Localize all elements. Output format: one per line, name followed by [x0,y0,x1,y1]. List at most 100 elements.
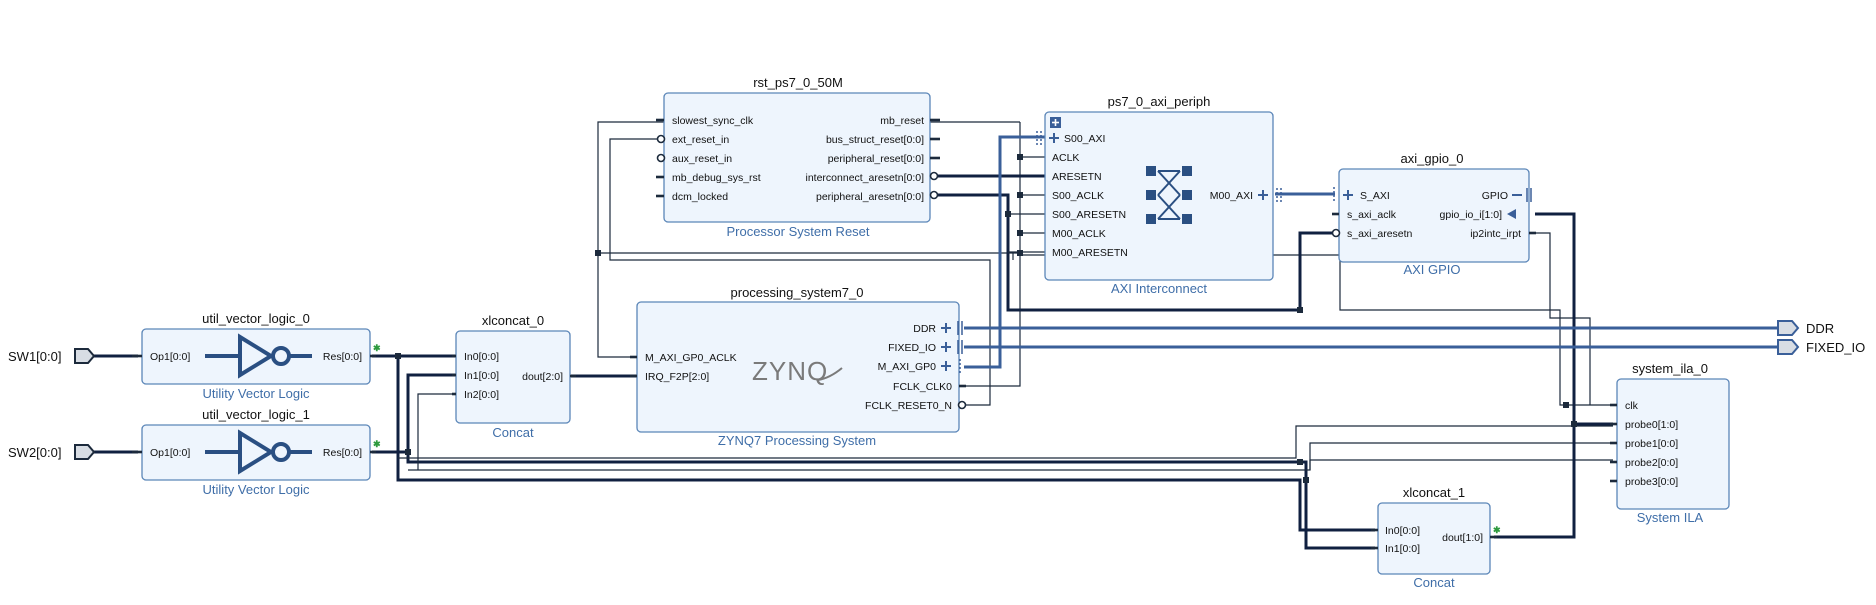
block-xlconcat-1[interactable]: xlconcat_1 In0[0:0] In1[0:0] dout[1:0] ✱… [1371,485,1501,590]
pin-s00-aresetn: S00_ARESETN [1052,209,1126,221]
port-ddr-label: DDR [1806,321,1834,336]
inverter-icon [205,429,312,475]
expand-plus-icon[interactable] [1258,190,1268,200]
pin-dcm-locked: dcm_locked [672,191,728,203]
expand-plus-icon[interactable] [941,323,951,371]
pin-in1: In1[0:0] [1385,543,1420,555]
net-wires [90,121,1785,550]
block-processing-system7-0[interactable]: processing_system7_0 M_AXI_GP0_ACLK IRQ_… [630,285,967,448]
port-sw2-label: SW2[0:0] [8,445,61,460]
pin-gpio-io-i: gpio_io_i[1:0] [1440,209,1503,221]
pin-m-axi-gp0-aclk: M_AXI_GP0_ACLK [645,352,737,364]
block-type-label: Utility Vector Logic [203,482,310,497]
pin-probe3: probe3[0:0] [1625,476,1678,488]
pin-op1: Op1[0:0] [150,351,190,363]
block-type-label: Utility Vector Logic [203,386,310,401]
pin-ip2intc-irpt: ip2intc_irpt [1470,228,1521,240]
pin-aux-reset-in: aux_reset_in [672,153,732,165]
block-instance-name: ps7_0_axi_periph [1108,94,1211,109]
block-instance-name: xlconcat_1 [1403,485,1465,500]
pin-ext-reset-in: ext_reset_in [672,134,729,146]
pin-s-axi-aclk: s_axi_aclk [1347,209,1397,221]
port-ddr[interactable]: DDR [1777,320,1834,336]
input-arrow-icon [1507,209,1516,219]
pin-slowest-sync-clk: slowest_sync_clk [672,115,754,127]
pin-op1: Op1[0:0] [150,447,190,459]
inverter-icon [205,333,312,379]
pin-in0: In0[0:0] [1385,525,1420,537]
pin-m00-aclk: M00_ACLK [1052,228,1106,240]
pin-res: Res[0:0] [323,351,362,363]
pin-m00-aresetn: M00_ARESETN [1052,247,1128,259]
pin-ddr: DDR [913,323,936,335]
port-sw1[interactable]: SW1[0:0] [8,348,96,364]
port-sw2[interactable]: SW2[0:0] [8,444,96,460]
pin-s00-aclk: S00_ACLK [1052,190,1104,202]
pin-in2: In2[0:0] [464,389,499,401]
pin-peripheral-aresetn: peripheral_aresetn[0:0] [816,191,924,203]
block-instance-name: rst_ps7_0_50M [753,75,843,90]
block-rst-ps7-0-50m[interactable]: rst_ps7_0_50M slowest_sync_clk ext_reset… [656,75,940,239]
input-port-icon [74,348,96,364]
pin-s-axi-aresetn: s_axi_aresetn [1347,228,1413,240]
pin-dout: dout[2:0] [522,371,563,383]
pin-mb-debug-sys-rst: mb_debug_sys_rst [672,172,761,184]
debug-bug-icon: ✱ [1493,525,1501,535]
block-type-label: Processor System Reset [726,224,869,239]
block-util-vector-logic-0[interactable]: util_vector_logic_0 Op1[0:0] Res[0:0] Ut… [132,311,381,401]
pin-clk: clk [1625,400,1639,412]
pin-s-axi: S_AXI [1360,190,1390,202]
block-instance-name: util_vector_logic_1 [202,407,310,422]
port-fixed-io-label: FIXED_IO [1806,340,1865,355]
expand-plus-icon[interactable] [1049,133,1059,143]
block-xlconcat-0[interactable]: xlconcat_0 In0[0:0] In1[0:0] In2[0:0] do… [452,313,576,440]
pin-in0: In0[0:0] [464,351,499,363]
debug-bug-icon: ✱ [373,439,381,449]
pin-probe1: probe1[0:0] [1625,438,1678,450]
pin-probe2: probe2[0:0] [1625,457,1678,469]
port-fixed-io[interactable]: FIXED_IO [1777,339,1865,355]
port-sw1-label: SW1[0:0] [8,349,61,364]
pin-fclk-reset0-n: FCLK_RESET0_N [865,400,952,412]
block-system-ila-0[interactable]: system_ila_0 clk probe0[1:0] probe1[0:0]… [1610,361,1730,525]
zynq-logo: ZYNQ [752,356,843,386]
pin-in1: In1[0:0] [464,370,499,382]
block-type-label: Concat [1413,575,1455,590]
pin-aclk: ACLK [1052,152,1079,164]
pin-peripheral-reset: peripheral_reset[0:0] [828,153,924,165]
output-port-icon [1777,339,1800,355]
pin-aresetn: ARESETN [1052,171,1102,183]
block-type-label: AXI GPIO [1403,262,1460,277]
block-axi-gpio-0[interactable]: axi_gpio_0 S_AXI s_axi_aclk s_axi_areset… [1331,151,1536,277]
block-ps7-0-axi-periph[interactable]: ps7_0_axi_periph S00_AXI ACLK ARESETN S0… [1036,94,1282,296]
pin-interconnect-aresetn: interconnect_aresetn[0:0] [806,172,925,184]
block-type-label: System ILA [1637,510,1704,525]
debug-bug-icon: ✱ [373,343,381,353]
input-port-icon [74,444,96,460]
pin-gpio: GPIO [1482,190,1508,202]
wire-junctions [395,154,1577,483]
pin-res: Res[0:0] [323,447,362,459]
block-util-vector-logic-1[interactable]: util_vector_logic_1 Op1[0:0] Res[0:0] Ut… [132,407,381,497]
svg-text:ZYNQ: ZYNQ [752,356,828,386]
crossbar-icon [1146,166,1192,224]
pin-probe0: probe0[1:0] [1625,419,1678,431]
pin-fixed-io: FIXED_IO [888,342,936,354]
block-instance-name: util_vector_logic_0 [202,311,310,326]
pin-m00-axi: M00_AXI [1210,190,1253,202]
block-type-label: Concat [492,425,534,440]
block-instance-name: system_ila_0 [1632,361,1708,376]
block-instance-name: processing_system7_0 [731,285,864,300]
pin-dout: dout[1:0] [1442,532,1483,544]
pin-fclk-clk0: FCLK_CLK0 [893,381,952,393]
pin-irq-f2p: IRQ_F2P[2:0] [645,371,709,383]
block-instance-name: axi_gpio_0 [1401,151,1464,166]
collapse-toggle-icon[interactable] [1050,117,1061,128]
block-instance-name: xlconcat_0 [482,313,544,328]
block-type-label: AXI Interconnect [1111,281,1207,296]
output-port-icon [1777,320,1800,336]
expand-plus-icon[interactable] [1343,190,1353,200]
bus-interface-icon [957,321,963,373]
pin-m-axi-gp0: M_AXI_GP0 [878,361,937,373]
